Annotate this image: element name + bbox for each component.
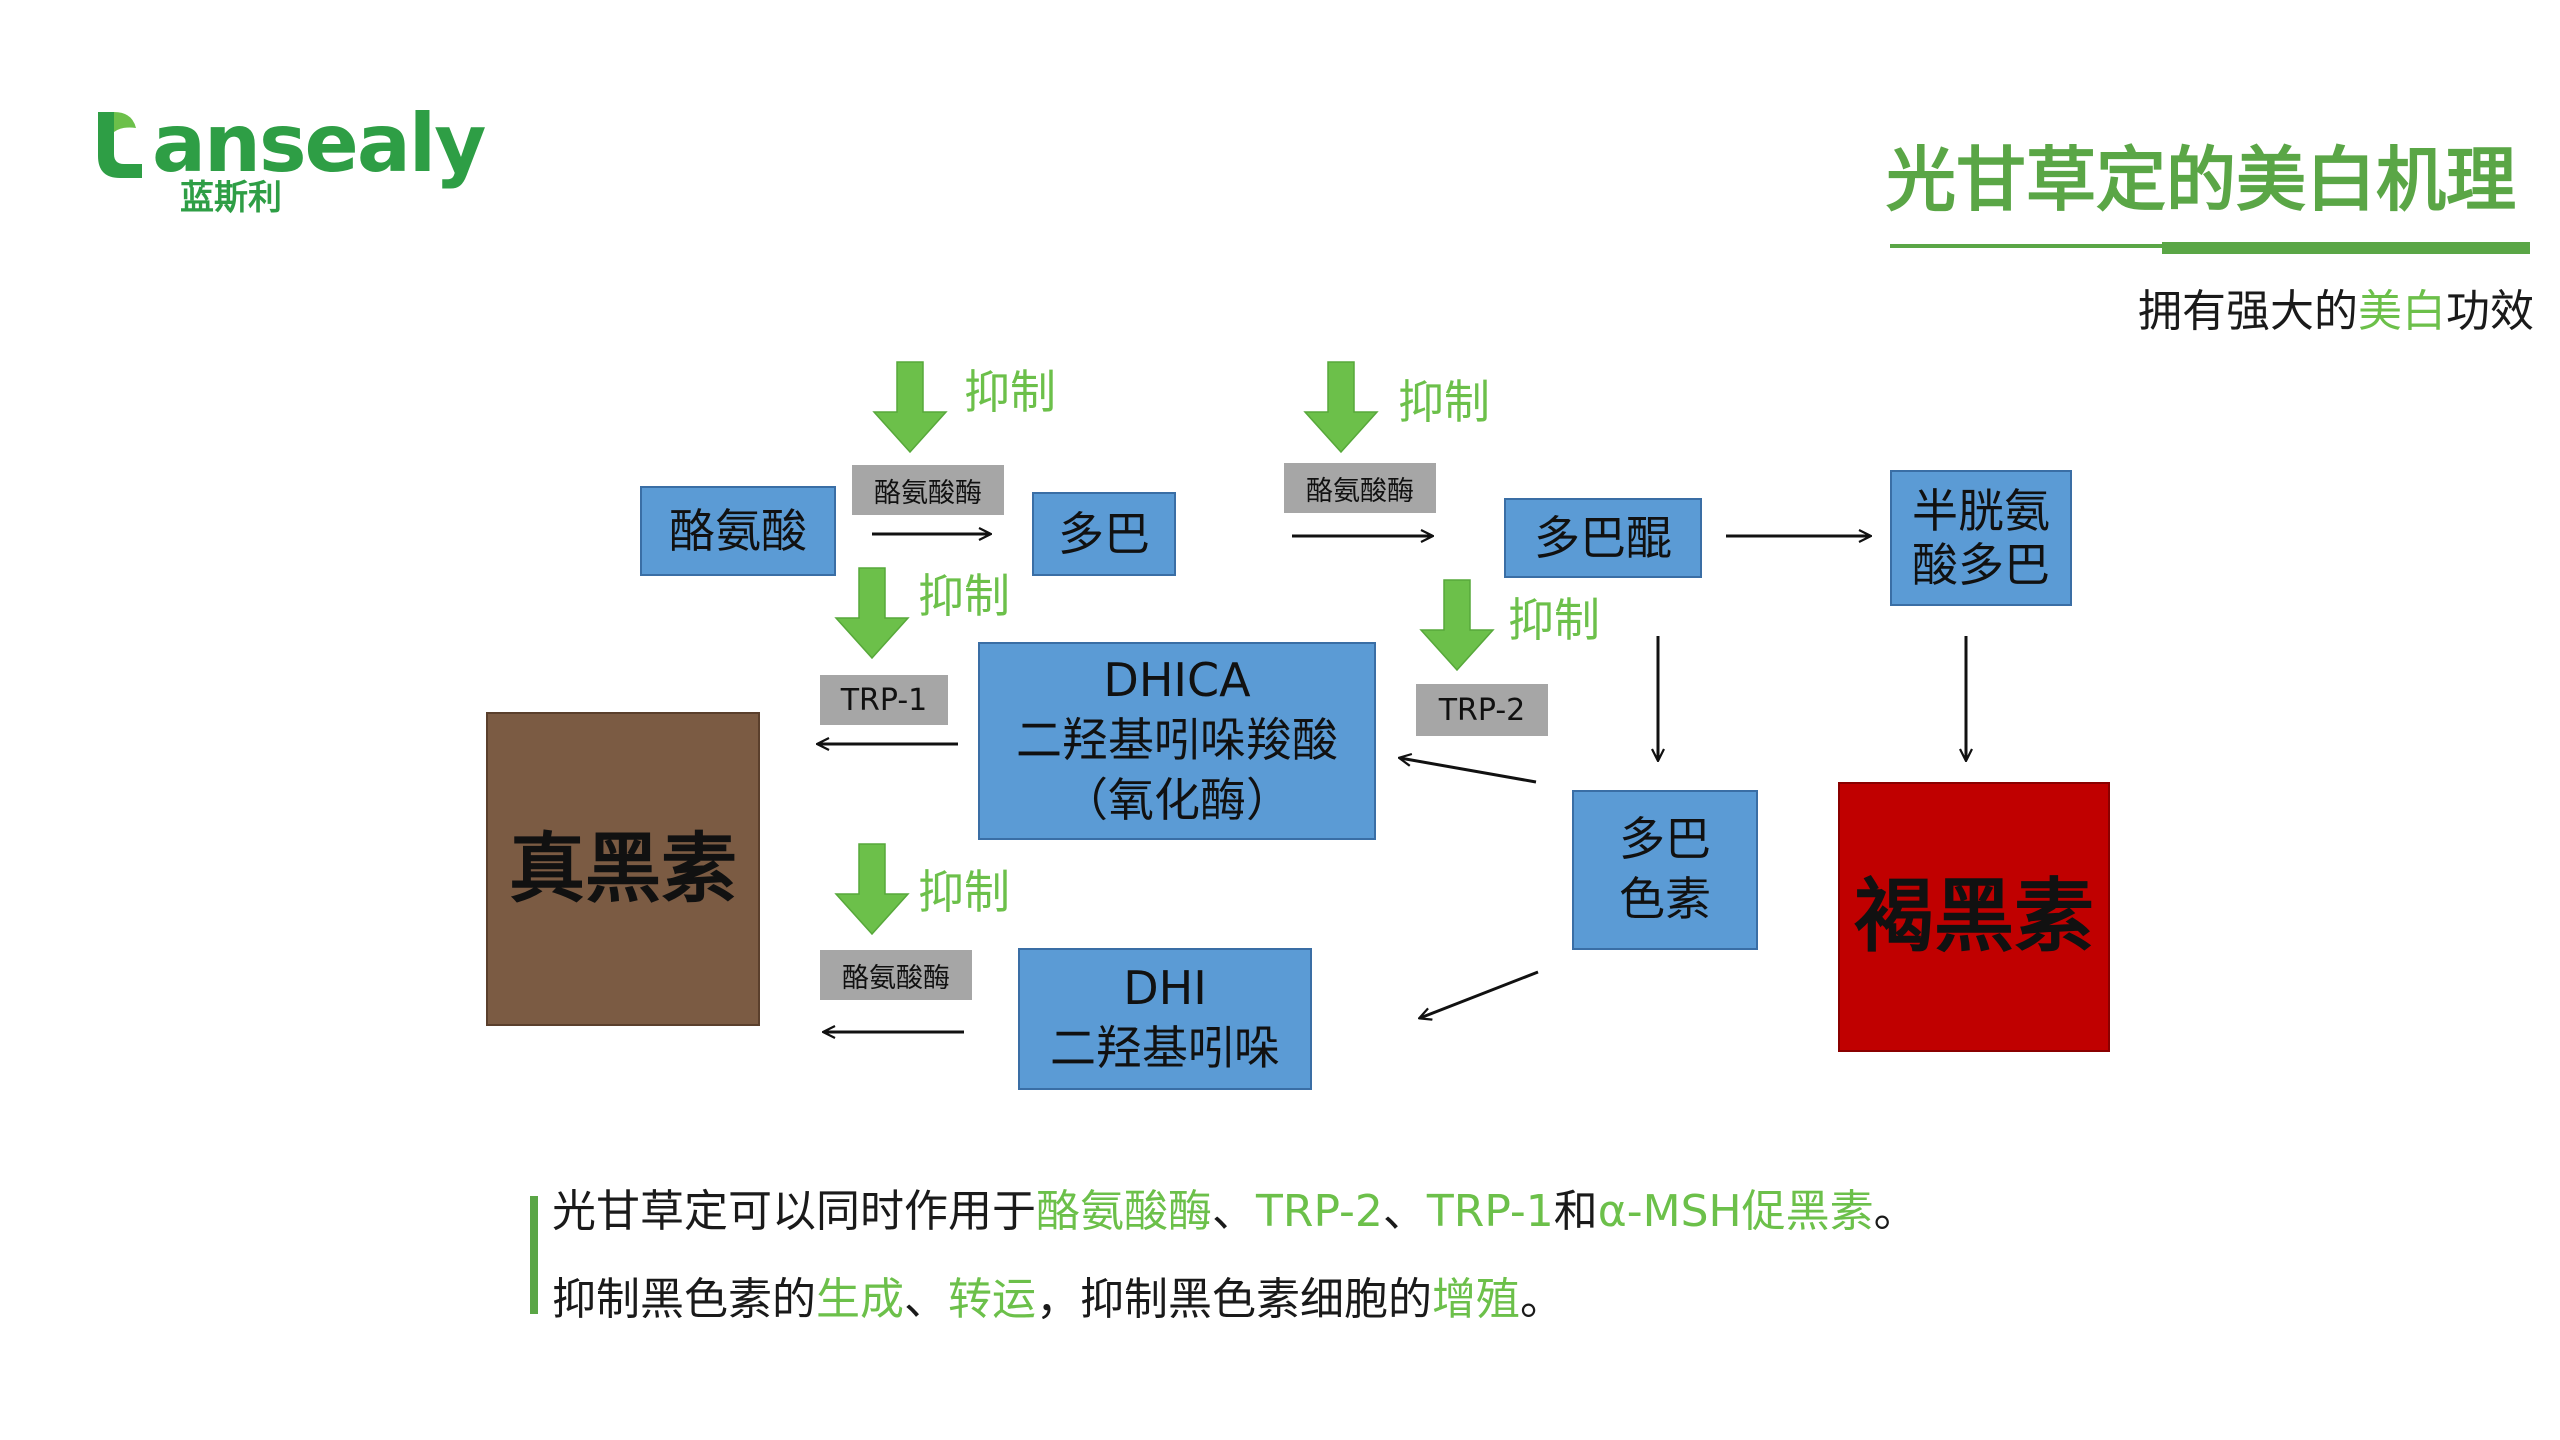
arrow-dopachrome-to-dhica xyxy=(1400,758,1537,784)
inhibit-arrow-icon xyxy=(834,567,910,660)
node-dhica: DHICA 二羟基吲哚羧酸 （氧化酶） xyxy=(978,642,1376,840)
logo-chinese-name: 蓝斯利 xyxy=(180,178,282,218)
node-dhica-line1: DHICA xyxy=(1103,653,1251,708)
body-text: 和 xyxy=(1553,1186,1598,1237)
arrow-dopachrome-to-dhi xyxy=(1420,970,1539,1018)
node-dopachrome: 多巴 色素 xyxy=(1572,790,1758,950)
subtitle-part1: 拥有强大的 xyxy=(2138,286,2358,337)
bottom-text-line1: 光甘草定可以同时作用于酪氨酸酶、TRP-2、TRP-1和α-MSH促黑素。 xyxy=(552,1182,1918,1242)
logo-leaf-icon xyxy=(98,112,142,178)
node-dopachrome-line2: 色素 xyxy=(1619,872,1711,926)
enzyme-tag-trp2: TRP-2 xyxy=(1416,684,1548,736)
node-tyrosine-label: 酪氨酸 xyxy=(669,503,807,558)
body-text: 。 xyxy=(1520,1274,1564,1325)
brand-logo: ansealy 蓝斯利 xyxy=(92,100,486,220)
inhibit-label: 抑制 xyxy=(964,365,1056,419)
highlight-text: 酪氨酸酶 xyxy=(1036,1186,1212,1237)
inhibit-arrow-icon xyxy=(1419,579,1495,672)
node-dopachrome-line1: 多巴 xyxy=(1619,812,1711,867)
inhibit-arrow-icon xyxy=(834,843,910,936)
enzyme-tag-tyrosinase: 酪氨酸酶 xyxy=(1284,463,1436,513)
quote-bar xyxy=(530,1196,538,1314)
page-title: 光甘草定的美白机理 xyxy=(1886,139,2516,221)
node-cysteinyldopa: 半胱氨 酸多巴 xyxy=(1890,470,2072,606)
bottom-text-line2: 抑制黑色素的生成、转运，抑制黑色素细胞的增殖。 xyxy=(552,1270,1564,1330)
page-subtitle: 拥有强大的美白功效 xyxy=(2138,283,2534,341)
node-dopa-label: 多巴 xyxy=(1058,506,1150,561)
node-pheomelanin: 褐黑素 xyxy=(1838,782,2110,1052)
inhibit-label: 抑制 xyxy=(1508,593,1600,647)
highlight-text: TRP-2 xyxy=(1256,1186,1383,1237)
node-dhi-line2: 二羟基吲哚 xyxy=(1050,1021,1280,1075)
node-dopaquinone-label: 多巴醌 xyxy=(1534,510,1672,565)
node-cysteinyldopa-line2: 酸多巴 xyxy=(1912,538,2050,592)
highlight-text: TRP-1 xyxy=(1426,1186,1554,1237)
body-text: 、 xyxy=(1212,1186,1256,1237)
node-dopa: 多巴 xyxy=(1032,492,1176,576)
node-dopaquinone: 多巴醌 xyxy=(1504,498,1702,578)
inhibit-label: 抑制 xyxy=(918,865,1010,919)
enzyme-tag-trp1: TRP-1 xyxy=(820,675,948,725)
highlight-text: 增殖 xyxy=(1432,1274,1520,1325)
node-cysteinyldopa-line1: 半胱氨 xyxy=(1912,483,2050,538)
enzyme-tag-tyrosinase: 酪氨酸酶 xyxy=(852,465,1004,515)
body-text: 。 xyxy=(1873,1186,1918,1237)
node-pheomelanin-label: 褐黑素 xyxy=(1854,869,2094,963)
enzyme-tag-tyrosinase: 酪氨酸酶 xyxy=(820,950,972,1000)
inhibit-arrow-icon xyxy=(872,361,948,454)
highlight-text: 生成 xyxy=(816,1274,904,1325)
node-dhi: DHI 二羟基吲哚 xyxy=(1018,948,1312,1090)
highlight-text: 转运 xyxy=(948,1274,1036,1325)
title-underline-accent xyxy=(2162,242,2530,254)
inhibit-label: 抑制 xyxy=(918,569,1010,623)
body-text: 抑制黑色素的 xyxy=(552,1274,816,1325)
body-text: 、 xyxy=(904,1274,948,1325)
node-dhica-line2: 二羟基吲哚羧酸 xyxy=(1016,713,1338,768)
body-text: 光甘草定可以同时作用于 xyxy=(552,1186,1036,1237)
node-eumelanin-label: 真黑素 xyxy=(509,824,737,914)
subtitle-part2: 功效 xyxy=(2446,286,2534,337)
highlight-text: α-MSH促黑素 xyxy=(1597,1186,1874,1237)
logo-wordmark: ansealy xyxy=(152,97,486,190)
subtitle-highlight: 美白 xyxy=(2358,286,2446,337)
node-dhica-line3: （氧化酶） xyxy=(1062,772,1292,827)
inhibit-arrow-icon xyxy=(1303,361,1379,454)
node-tyrosine: 酪氨酸 xyxy=(640,486,836,576)
inhibit-label: 抑制 xyxy=(1398,375,1490,429)
node-eumelanin: 真黑素 xyxy=(486,712,760,1026)
node-dhi-line1: DHI xyxy=(1123,961,1207,1016)
body-text: 、 xyxy=(1382,1186,1427,1237)
body-text: ，抑制黑色素细胞的 xyxy=(1036,1274,1432,1325)
